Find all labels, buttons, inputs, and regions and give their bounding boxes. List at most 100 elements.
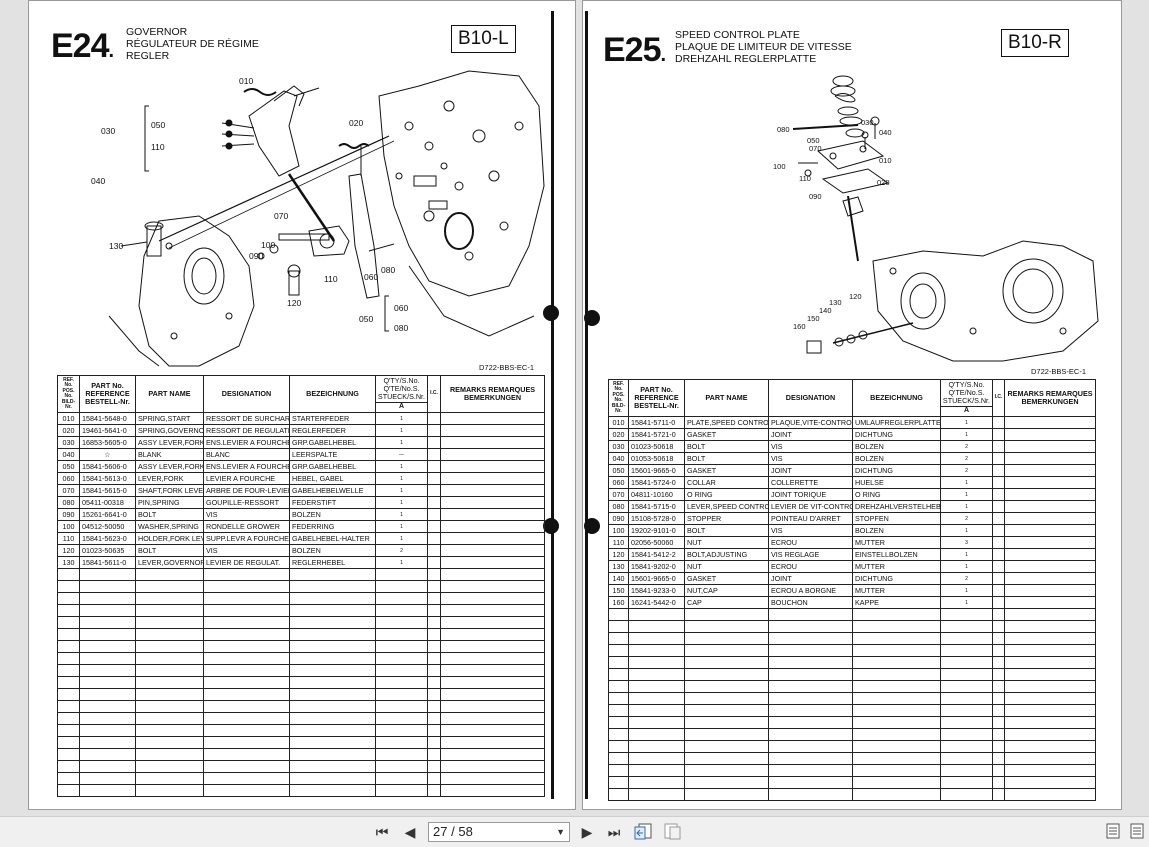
cell-qty: 1 — [940, 476, 993, 489]
cell-remarks — [440, 436, 545, 449]
qty-sub: A — [376, 402, 427, 411]
table-row-empty — [57, 688, 545, 701]
cell-qty: 1 — [940, 428, 993, 441]
cell-remarks — [440, 712, 545, 725]
cell-qty — [375, 628, 428, 641]
cell-designation: LEVIER DE VIT-CONTRO — [768, 500, 853, 513]
cell-remarks — [440, 460, 545, 473]
cell-qty: 1 — [375, 436, 428, 449]
cell-ic — [427, 724, 441, 737]
cell-part-no: 04811-10160 — [628, 488, 685, 501]
cell-bezeichnung — [289, 592, 376, 605]
cell-remarks — [1004, 596, 1096, 609]
cell-part-name — [135, 640, 204, 653]
cell-part-name — [684, 740, 769, 753]
cell-ref-no: 050 — [57, 460, 80, 473]
cell-part-no — [79, 628, 136, 641]
cell-bezeichnung — [852, 644, 941, 657]
cell-ic — [992, 668, 1005, 681]
table-row-empty — [57, 604, 545, 617]
cell-qty: — — [375, 448, 428, 461]
cell-part-name: BOLT — [684, 524, 769, 537]
single-page-icon[interactable] — [1104, 823, 1122, 841]
cell-qty — [375, 784, 428, 797]
punch-hole — [543, 518, 559, 534]
cell-ic — [427, 748, 441, 761]
title-fr: RÉGULATEUR DE RÉGIME — [126, 38, 259, 50]
cell-part-no — [79, 652, 136, 665]
cell-ic — [427, 688, 441, 701]
cell-remarks — [1004, 668, 1096, 681]
cell-ref-no — [57, 736, 80, 749]
callout-020: 020 — [877, 178, 890, 187]
cell-ic — [992, 500, 1005, 513]
cell-part-no: 19461-5641-0 — [79, 424, 136, 437]
cell-designation — [203, 604, 290, 617]
cell-ref-no — [608, 608, 629, 621]
callout-030: 030 — [861, 118, 874, 127]
cell-remarks — [440, 688, 545, 701]
cell-ref-no: 150 — [608, 584, 629, 597]
table-row-empty — [57, 736, 545, 749]
cell-designation — [768, 656, 853, 669]
cell-ic — [992, 740, 1005, 753]
cell-qty: 2 — [940, 464, 993, 477]
cell-ic — [992, 596, 1005, 609]
cell-part-name — [135, 616, 204, 629]
cell-qty: 1 — [940, 488, 993, 501]
cell-ref-no — [57, 712, 80, 725]
previous-view-icon[interactable] — [632, 823, 654, 841]
callout-070: 070 — [809, 144, 822, 153]
continuous-page-icon[interactable] — [1128, 823, 1146, 841]
cell-remarks — [440, 532, 545, 545]
cell-qty: 1 — [375, 412, 428, 425]
cell-part-name — [684, 668, 769, 681]
cell-part-name: ASSY LEVER,FORK — [135, 436, 204, 449]
table-header-row: REF. No. POS. No. BILD-Nr. PART No. REFE… — [608, 379, 1096, 417]
first-page-icon[interactable]: ⏮ — [375, 824, 389, 840]
next-page-icon[interactable]: ▶ — [581, 824, 593, 840]
previous-page-icon[interactable]: ◀ — [404, 824, 416, 840]
cell-part-name — [684, 620, 769, 633]
cell-part-name: NUT — [684, 536, 769, 549]
next-view-icon[interactable] — [662, 823, 684, 841]
cell-ic — [992, 644, 1005, 657]
cell-bezeichnung — [852, 752, 941, 765]
cell-ic — [992, 788, 1005, 801]
cell-bezeichnung: BOLZEN — [852, 440, 941, 453]
cell-ref-no — [608, 668, 629, 681]
cell-designation: COLLERETTE — [768, 476, 853, 489]
table-row-empty — [608, 656, 1096, 669]
cell-designation: ENS.LEVIER A FOURCHE — [203, 436, 290, 449]
cell-designation: GOUPILLE-RESSORT — [203, 496, 290, 509]
cell-qty — [375, 700, 428, 713]
cell-bezeichnung — [852, 680, 941, 693]
cell-remarks — [440, 760, 545, 773]
cell-bezeichnung: DICHTUNG — [852, 428, 941, 441]
cell-remarks — [440, 772, 545, 785]
page-number-select[interactable]: 27 / 58 ▼ — [428, 822, 570, 842]
cell-part-no — [628, 740, 685, 753]
last-page-icon[interactable]: ⏭ — [607, 824, 621, 840]
cell-part-no: 19202-9101-0 — [628, 524, 685, 537]
cell-remarks — [440, 544, 545, 557]
cell-designation — [768, 752, 853, 765]
table-row-empty — [57, 580, 545, 593]
cell-ref-no: 090 — [57, 508, 80, 521]
cell-part-name: O RING — [684, 488, 769, 501]
table-row-empty — [608, 704, 1096, 717]
table-row-empty — [608, 740, 1096, 753]
cell-part-name — [684, 692, 769, 705]
cell-part-no: 02056-50060 — [628, 536, 685, 549]
cell-bezeichnung — [289, 784, 376, 797]
cell-bezeichnung — [852, 692, 941, 705]
cell-qty: 1 — [375, 424, 428, 437]
cell-part-no: 15601-9665-0 — [628, 572, 685, 585]
cell-bezeichnung — [289, 604, 376, 617]
section-box: B10-R — [1001, 29, 1069, 57]
